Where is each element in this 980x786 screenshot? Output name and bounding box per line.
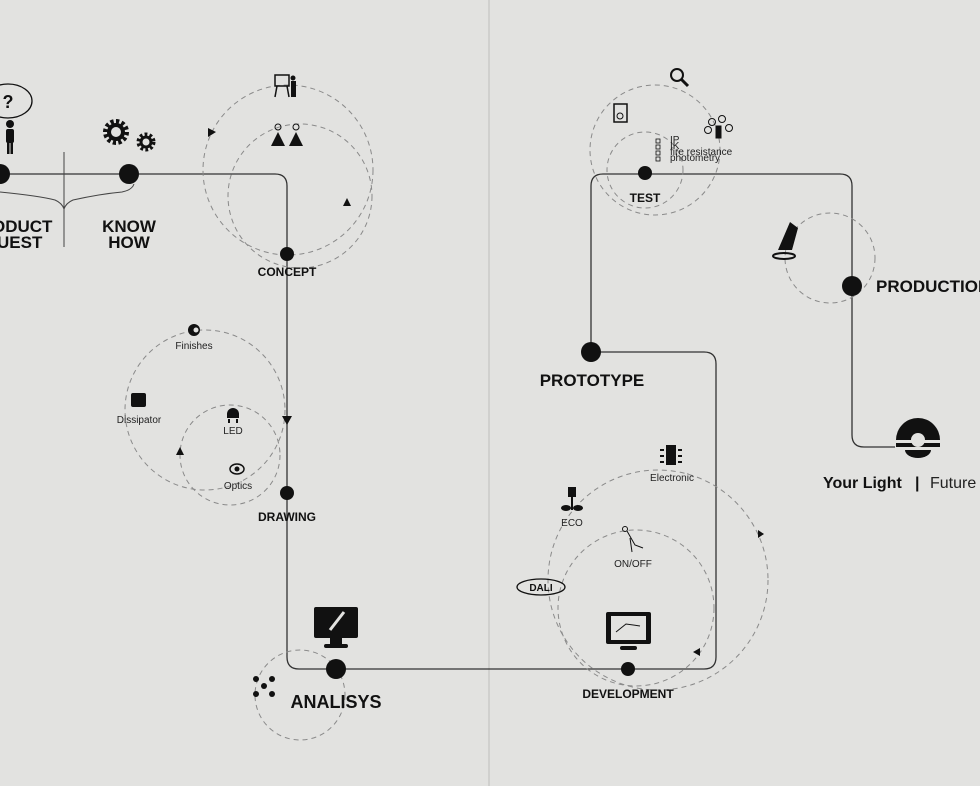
- stage-label-analysis: ANALISYS: [290, 692, 381, 712]
- production-cycle: [784, 212, 876, 304]
- development-cycle-inner: [557, 529, 715, 687]
- drawing-cycle-outer: [124, 329, 286, 491]
- monitor-edit-icon: [314, 607, 358, 648]
- test-cycle-outer: [589, 84, 721, 216]
- item-label-on-off: ON/OFF: [614, 559, 652, 570]
- ideas-people-icon: [271, 123, 303, 146]
- node-concept[interactable]: [280, 247, 294, 261]
- checklist-icon: IP IK fire resistance photometry: [655, 135, 733, 164]
- multimeter-icon: [613, 103, 628, 123]
- node-know-how[interactable]: [119, 164, 139, 184]
- brand-separator: |: [915, 475, 919, 492]
- chip-icon: [660, 445, 682, 465]
- stage-label-development: DEVELOPMENT: [582, 687, 674, 701]
- checklist-item: IP: [670, 135, 680, 146]
- arrow-icon: [343, 198, 351, 206]
- brand-tagline: Future: [930, 475, 976, 492]
- node-product-request[interactable]: [0, 164, 10, 184]
- network-people-icon: [253, 676, 275, 697]
- person-icon: [6, 120, 14, 154]
- item-label-dissipator: Dissipator: [117, 415, 162, 426]
- arrow-icon: [176, 447, 184, 455]
- analysis-cycle: [254, 649, 346, 741]
- lamp-production-icon: [772, 222, 798, 260]
- stage-label-product-request: ODUCT: [0, 217, 53, 236]
- brand-name: Your Light: [823, 475, 902, 492]
- development-cycle-outer: [547, 469, 769, 691]
- arrow-icon: [208, 128, 216, 137]
- circuit-switch-icon: [622, 526, 644, 553]
- svg-text:DALI: DALI: [529, 583, 553, 594]
- eco-plug-icon: [561, 487, 583, 511]
- gears-icon: [103, 119, 156, 152]
- stage-label-product-request: UEST: [0, 233, 43, 252]
- finishes-icon: [188, 324, 200, 336]
- led-icon: [227, 408, 239, 423]
- process-path: [0, 173, 895, 670]
- presentation-icon: [274, 74, 296, 98]
- brace: [0, 183, 135, 211]
- optics-icon: [229, 463, 245, 475]
- arrow-icon: [693, 648, 700, 656]
- stage-label-test: TEST: [630, 191, 661, 205]
- arrow-icon: [758, 530, 764, 538]
- checklist-item: IK: [670, 141, 680, 152]
- checklist-item: photometry: [670, 153, 720, 164]
- node-test[interactable]: [638, 166, 652, 180]
- arrow-icon: [282, 416, 292, 425]
- speech-bubble-icon: [0, 83, 33, 119]
- item-label-finishes: Finishes: [175, 341, 212, 352]
- dali-logo: DALI: [516, 578, 566, 596]
- test-cycle-inner: [606, 131, 684, 209]
- node-analysis[interactable]: [326, 659, 346, 679]
- node-prototype[interactable]: [581, 342, 601, 362]
- item-label-led: LED: [223, 426, 242, 437]
- dissipator-icon: [131, 393, 146, 407]
- inspection-icon: [670, 68, 690, 88]
- item-label-electronic: Electronic: [650, 473, 694, 484]
- stage-label-know-how: HOW: [108, 233, 151, 252]
- node-development[interactable]: [621, 662, 635, 676]
- stage-label-concept: CONCEPT: [258, 265, 317, 279]
- stage-label-prototype: PROTOTYPE: [540, 371, 645, 390]
- stage-label-production: PRODUCTION: [876, 277, 980, 296]
- checklist-item: fire resistance: [670, 147, 733, 158]
- concept-cycle-outer: [202, 84, 374, 256]
- user-options-icon: [704, 115, 733, 139]
- item-label-optics: Optics: [224, 481, 252, 492]
- stage-label-know-how: KNOW: [102, 217, 157, 236]
- concept-cycle-inner: [227, 123, 373, 269]
- stage-label-drawing: DRAWING: [258, 510, 316, 524]
- monitor-circuit-icon: [606, 612, 651, 650]
- node-production[interactable]: [842, 276, 862, 296]
- question-mark: ?: [3, 92, 14, 112]
- brand-logo: [896, 418, 940, 458]
- item-label-eco: ECO: [561, 518, 583, 529]
- node-drawing[interactable]: [280, 486, 294, 500]
